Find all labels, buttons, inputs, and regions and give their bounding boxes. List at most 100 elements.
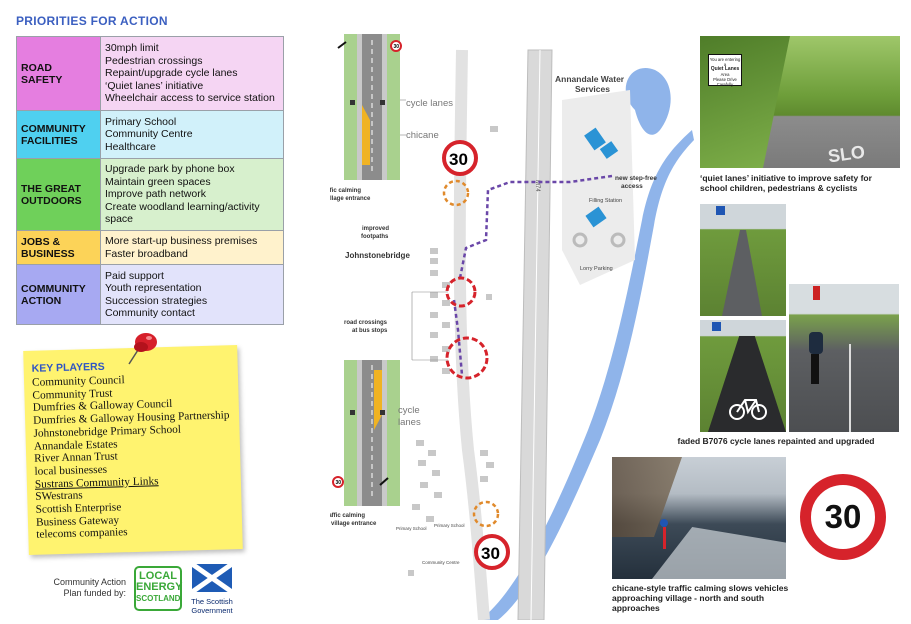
improved-footpath-route	[452, 174, 613, 376]
priority-items: Paid support Youth representation Succes…	[100, 264, 284, 325]
local-energy-scotland-logo: LOCAL ENERGY SCOTLAND	[134, 566, 182, 611]
cyclist-photo	[789, 284, 899, 432]
sign-text: Please Drive Carefully	[713, 77, 737, 87]
chicane-caption: chicane-style traffic calming slows vehi…	[612, 583, 789, 613]
priority-category: THE GREAT OUTDOORS	[16, 158, 101, 231]
speed-sign-south-text: 30	[481, 544, 500, 563]
speed-sign-south	[474, 534, 510, 570]
building	[599, 141, 619, 159]
bicycle-marking-icon	[729, 399, 767, 420]
priority-item: Create woodland learning/activity space	[105, 200, 260, 226]
priority-items: More start-up business premises Faster b…	[100, 230, 284, 265]
speed-sign-north	[442, 140, 478, 176]
annandale-label: Annandale Water	[555, 74, 625, 84]
priority-item: ‘Quiet lanes’ initiative	[105, 79, 204, 92]
priority-item: Primary School	[105, 115, 177, 128]
priority-category: ROAD SAFETY	[16, 36, 101, 111]
quiet-lanes-photo: You are entering a Quiet Lanes Area Plea…	[700, 36, 900, 168]
priority-row-jobs-business: JOBS & BUSINESS More start-up business p…	[16, 230, 284, 265]
chicane-label: chicane	[406, 130, 439, 141]
priority-row-community-facilities: COMMUNITY FACILITIES Primary School Comm…	[16, 110, 284, 159]
logo-text: The Scottish	[191, 597, 233, 606]
houses-south	[408, 440, 494, 576]
priority-item: Community Centre	[105, 128, 193, 141]
logo-text: LOCAL	[139, 570, 177, 582]
priority-row-great-outdoors: THE GREAT OUTDOORS Upgrade park by phone…	[16, 158, 284, 231]
key-players-note: KEY PLAYERS Community Council Community …	[23, 345, 243, 555]
lorry-parking-label: Lorry Parking	[580, 266, 613, 272]
priority-category: JOBS & BUSINESS	[16, 230, 101, 265]
cycle-lanes-label-north: cycle lanes	[406, 98, 453, 109]
funded-by-label: Community Action Plan funded by:	[53, 577, 126, 598]
traffic-calming-south	[472, 500, 500, 528]
cycle-lane-photo-2	[700, 320, 786, 432]
priorities-table: ROAD SAFETY 30mph limit Pedestrian cross…	[16, 36, 284, 325]
improved-footpaths-label-2: footpaths	[361, 234, 389, 240]
sign-text: Quiet Lanes	[710, 66, 740, 72]
road-crossing-south	[445, 336, 489, 380]
key-players-list: Community Council Community Trust Dumfri…	[32, 371, 243, 542]
river	[480, 130, 694, 620]
priority-item: Maintain green spaces	[105, 175, 211, 188]
page-title: PRIORITIES FOR ACTION	[16, 14, 168, 28]
sign-text: You are entering a	[709, 57, 741, 67]
push-pin-icon	[128, 333, 157, 365]
priority-item: Faster broadband	[105, 247, 188, 260]
small-30-sign	[332, 476, 344, 488]
primary-school-label: Primary School	[396, 526, 427, 531]
b7076-road	[453, 49, 490, 620]
priority-items: 30mph limit Pedestrian crossings Repaint…	[100, 36, 284, 111]
priority-items: Primary School Community Centre Healthca…	[100, 110, 284, 159]
priority-row-road-safety: ROAD SAFETY 30mph limit Pedestrian cross…	[16, 36, 284, 111]
logo-text: ENERGY	[136, 581, 183, 593]
priority-item: Community contact	[105, 307, 195, 319]
annandale-label-2: Services	[575, 84, 610, 94]
community-centre-label: Community Centre	[422, 560, 460, 565]
scottish-government-logo: The Scottish Government	[186, 561, 238, 615]
cycle-lane-photo-1	[700, 204, 786, 316]
priority-item: Repaint/upgrade cycle lanes	[105, 67, 238, 80]
logo-text: Government	[191, 606, 233, 615]
traffic-calming-north-label-2: at village entrance	[330, 196, 371, 202]
small-30-sign-text: 30	[394, 44, 400, 50]
johnstonebridge-label: Johnstonebridge	[345, 251, 410, 260]
priority-item: Upgrade park by phone box	[105, 163, 235, 176]
traffic-calming-north	[442, 179, 470, 207]
small-30-sign-text: 30	[336, 480, 342, 486]
houses-north	[430, 126, 498, 374]
road-marking-slow: SLO	[826, 141, 867, 167]
priority-item: Wheelchair access to service station	[105, 92, 275, 105]
quiet-lanes-sign: You are entering a Quiet Lanes Area Plea…	[708, 54, 742, 87]
building	[584, 127, 606, 151]
priority-item: 30mph limit	[105, 42, 159, 55]
priority-item: Succession strategies	[105, 294, 208, 307]
priority-items: Upgrade park by phone box Maintain green…	[100, 158, 284, 231]
building	[585, 206, 607, 228]
m74-label: M74	[534, 180, 540, 192]
priority-item: Healthcare	[105, 140, 156, 153]
priority-item: Improve path network	[105, 188, 206, 201]
cycle-lanes-label-south-2: lanes	[398, 417, 421, 428]
priority-item: Pedestrian crossings	[105, 54, 203, 67]
road-crossings-label-2: at bus stops	[352, 328, 388, 334]
logo-text: SCOTLAND	[136, 594, 181, 603]
saltire-flag-icon	[190, 561, 234, 595]
new-access-label-2: access	[621, 183, 643, 190]
improved-footpaths-label: improved	[362, 226, 389, 232]
cycle-lanes-caption: faded B7076 cycle lanes repainted and up…	[677, 436, 875, 446]
small-30-sign	[390, 40, 402, 52]
chicane-marking	[362, 105, 370, 165]
new-access-label: new step-free	[615, 175, 657, 182]
road-crossing-north	[445, 276, 477, 308]
speed-sign-north-text: 30	[449, 150, 468, 169]
chicane-photo	[612, 457, 786, 579]
priority-category: COMMUNITY ACTION	[16, 264, 101, 325]
cycle-lanes-label-south-1: cycle	[398, 405, 420, 416]
priority-item: Paid support	[105, 269, 164, 282]
traffic-calming-south-label-2: at village entrance	[330, 521, 377, 527]
quiet-lanes-caption: ‘quiet lanes’ initiative to improve safe…	[700, 173, 872, 193]
priority-item: Youth representation	[105, 282, 202, 294]
service-area	[562, 90, 635, 285]
sign-text: Area	[720, 72, 730, 77]
priority-row-community-action: COMMUNITY ACTION Paid support Youth repr…	[16, 264, 284, 325]
